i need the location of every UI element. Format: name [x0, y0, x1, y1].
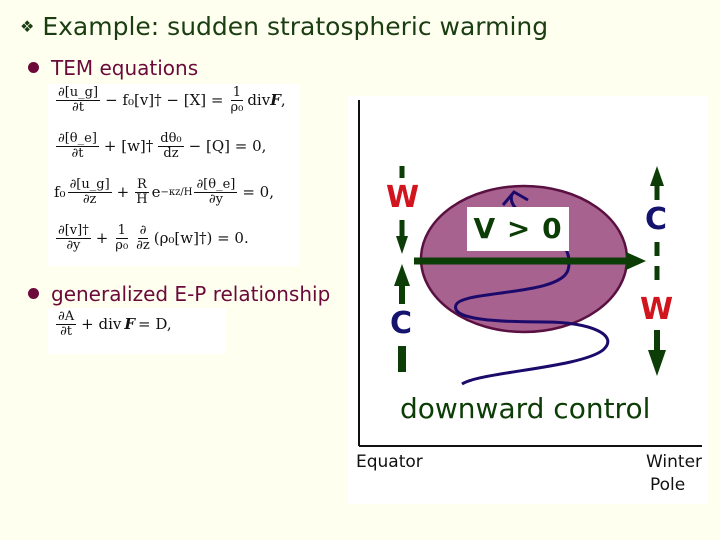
- x-label-pole: Pole: [650, 475, 686, 495]
- wave-arrowhead-icon: [501, 190, 529, 206]
- bullet-ep: generalized E-P relationship: [28, 282, 330, 306]
- poleward-arrowhead-icon: [626, 252, 646, 270]
- right-down-arrow-icon: [648, 350, 666, 376]
- left-up-arrow-icon: [394, 264, 410, 286]
- v-label: V > 0: [473, 212, 563, 245]
- left-down-arrow-icon: [396, 236, 408, 254]
- slide-title-text: Example: sudden stratospheric warming: [42, 12, 549, 41]
- x-label-winter: Winter: [646, 452, 703, 472]
- v-label-box: V > 0: [467, 207, 569, 251]
- diamond-bullet-icon: ❖: [20, 17, 35, 36]
- left-cold-label: C: [390, 306, 413, 341]
- right-cold-label: C: [645, 202, 668, 237]
- bullet-tem: TEM equations: [28, 56, 198, 80]
- bullet-tem-text: TEM equations: [51, 56, 199, 80]
- slide-title: ❖ Example: sudden stratospheric warming: [20, 12, 548, 41]
- bullet-dot-icon: [28, 288, 39, 299]
- right-warm-label: W: [640, 292, 674, 327]
- bullet-dot-icon: [28, 62, 39, 73]
- left-warm-label: W: [386, 180, 420, 215]
- right-up-arrow-icon: [650, 166, 664, 186]
- x-label-equator: Equator: [356, 452, 423, 472]
- downward-control-caption: downward control: [400, 392, 651, 425]
- bullet-ep-text: generalized E-P relationship: [51, 282, 331, 306]
